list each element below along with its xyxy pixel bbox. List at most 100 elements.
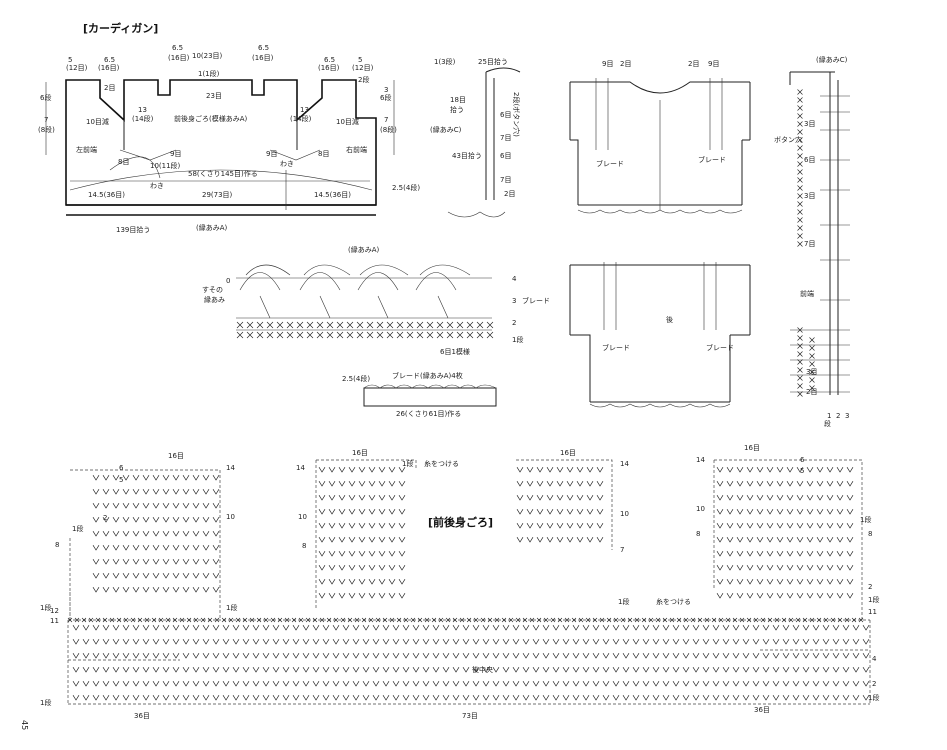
stitch-mark [602,667,610,673]
svg-text:拾う: 拾う [450,105,464,114]
stitch-mark [292,625,300,631]
stitch-mark [702,653,710,659]
stitch-mark [836,467,844,473]
stitch-mark [762,667,770,673]
stitch-mark [192,625,200,631]
stitch-mark [102,681,110,687]
svg-text:6目: 6目 [500,152,511,160]
svg-text:29(73目): 29(73目) [202,191,233,199]
stitch-mark [690,617,696,623]
stitch-mark [102,517,110,523]
stitch-mark [368,579,376,585]
stitch-mark [736,537,744,543]
stitch-mark [202,545,210,551]
stitch-mark [172,545,180,551]
stitch-mark [212,559,220,565]
stitch-mark [112,489,120,495]
stitch-mark [546,509,554,515]
stitch-mark [786,523,794,529]
svg-text:ブレード: ブレード [706,343,734,352]
stitch-mark [786,579,794,585]
stitch-mark [338,509,346,515]
svg-text:6.5: 6.5 [172,44,183,52]
svg-text:14.5(36目): 14.5(36目) [314,191,351,199]
stitch-mark [426,321,434,329]
stitch-mark [812,667,820,673]
svg-text:7目: 7目 [500,134,511,142]
stitch-mark [242,681,250,687]
stitch-mark [192,475,200,481]
stitch-mark [725,617,731,623]
stitch-mark [522,625,530,631]
stitch-mark [836,537,844,543]
svg-text:(縁あみA): (縁あみA) [196,223,228,232]
stitch-mark [316,321,324,329]
stitch-mark [802,695,810,701]
stitch-mark [572,681,580,687]
stitch-mark [797,209,803,215]
stitch-mark [592,681,600,687]
stitch-mark [823,617,829,623]
stitch-mark [452,625,460,631]
stitch-mark [332,639,340,645]
stitch-mark [92,573,100,579]
stitch-mark [252,681,260,687]
svg-text:(14段): (14段) [290,114,312,123]
stitch-mark [612,653,620,659]
stitch-mark [786,509,794,515]
stitch-mark [642,681,650,687]
stitch-mark [781,617,787,623]
stitch-mark [202,639,210,645]
stitch-mark [302,667,310,673]
svg-text:4: 4 [872,655,877,663]
stitch-mark [326,331,334,339]
stitch-mark [797,89,803,95]
stitch-mark [246,331,254,339]
stitch-mark [72,667,80,673]
stitch-mark [296,321,304,329]
svg-text:5: 5 [68,56,72,64]
stitch-mark [358,537,366,543]
stitch-mark [358,523,366,529]
stitch-mark [192,531,200,537]
svg-text:13: 13 [138,106,147,114]
stitch-mark [202,625,210,631]
svg-text:9目: 9目 [602,60,613,68]
stitch-mark [378,509,386,515]
stitch-mark [338,565,346,571]
stitch-mark [328,467,336,473]
stitch-mark [122,639,130,645]
stitch-mark [797,351,803,357]
stitch-mark [582,667,590,673]
stitch-mark [142,559,150,565]
stitch-mark [322,653,330,659]
stitch-mark [586,523,594,529]
stitch-mark [416,331,424,339]
stitch-mark [122,681,130,687]
stitch-mark [151,617,157,623]
stitch-mark [102,587,110,593]
stitch-mark [746,617,752,623]
stitch-mark [522,617,528,623]
stitch-mark [242,695,250,701]
stitch-mark [123,617,129,623]
svg-text:1段: 1段 [72,524,83,533]
stitch-mark [326,321,334,329]
stitch-mark [142,531,150,537]
stitch-mark [382,667,390,673]
stitch-mark [652,681,660,687]
stitch-mark [222,695,230,701]
svg-text:14: 14 [620,460,629,468]
stitch-mark [445,617,451,623]
stitch-mark [642,625,650,631]
stitch-mark [162,625,170,631]
svg-text:1段: 1段 [226,603,237,612]
stitch-mark [712,681,720,687]
svg-text:5: 5 [800,467,804,475]
stitch-mark [502,681,510,687]
stitch-mark [592,653,600,659]
stitch-mark [585,617,591,623]
stitch-mark [571,617,577,623]
stitch-mark [207,617,213,623]
stitch-mark [766,537,774,543]
